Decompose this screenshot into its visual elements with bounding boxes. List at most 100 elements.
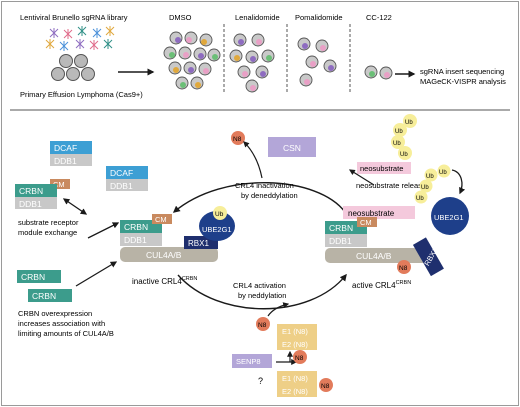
- module-exchange-group: DCAF DDB1 DCAF DDB1 CM CRBN DDB1 substra…: [15, 141, 148, 239]
- overexpression-line-3: limiting amounts of CUL4A/B: [18, 329, 114, 338]
- ub-label: Ub: [426, 174, 434, 180]
- rbx1-box: [412, 237, 444, 277]
- neosubstrate-label: neosubstrate: [348, 209, 395, 218]
- crbn-box: [15, 184, 57, 197]
- cul4-label: CUL4A/B: [356, 251, 392, 261]
- ub-label: Ub: [421, 185, 429, 191]
- cells-label: Primary Effusion Lymphoma (Cas9+): [20, 90, 143, 99]
- e2-box: [277, 384, 317, 397]
- e1-box: [277, 371, 317, 384]
- ddb1-box: [50, 154, 92, 166]
- module-to-complex-arrow: [87, 222, 120, 239]
- ube2g1-ellipse: [199, 211, 235, 241]
- crbn-label: CRBN: [329, 223, 353, 233]
- ubiquitination-arrow: [451, 169, 466, 195]
- overexpression-line-1: CRBN overexpression: [18, 309, 92, 318]
- ddb1-label: DDB1: [110, 181, 133, 191]
- csn-box: [268, 137, 316, 157]
- condition-dividers: [223, 24, 351, 94]
- dmso-cells-icon: [163, 31, 221, 90]
- cm-box: [357, 217, 377, 227]
- dcaf-box: [106, 166, 148, 179]
- ub-label: Ub: [405, 120, 413, 126]
- ddb1-box: [120, 233, 162, 246]
- ub-label: Ub: [416, 196, 424, 202]
- readout-line-2: MAGeCK-VISPR analysis: [420, 77, 506, 86]
- deneddylation-arrow: [172, 182, 346, 213]
- n8-label: N8: [258, 322, 267, 329]
- condition-label: Pomalidomide: [295, 13, 343, 22]
- e1-box: [277, 324, 317, 337]
- ub-label: Ub: [395, 129, 403, 135]
- crbn-box: [28, 289, 72, 302]
- overexpression-group: CRBN CRBN CRBN overexpression increases …: [17, 261, 118, 338]
- ube2g1-label: UBE2G1: [202, 225, 232, 234]
- n8-label: N8: [233, 136, 242, 143]
- n8-label: N8: [321, 383, 330, 390]
- condition-label: Lenalidomide: [235, 13, 280, 22]
- ub-icon: [213, 206, 227, 220]
- dcaf-label: DCAF: [54, 143, 77, 153]
- dcaf-box: [50, 141, 92, 154]
- active-complex-label: active CRL4CRBN: [352, 280, 411, 290]
- active-complex: neosubstrate Ub Ub Ub Ub CUL4A/B DDB1 CR…: [325, 164, 469, 290]
- n8-icon: [397, 260, 411, 274]
- n8-release-arrow: [243, 141, 263, 179]
- crbn-box: [120, 220, 162, 233]
- inactive-complex: CUL4A/B DDB1 CRBN CM RBX1 UBE2G1 Ub inac…: [120, 206, 235, 286]
- release-label: neosubstrate release: [356, 181, 426, 190]
- crbn-label: CRBN: [32, 291, 56, 301]
- e2-label: E2 (N8): [282, 340, 308, 349]
- crbn-label: CRBN: [19, 186, 43, 196]
- readout-line-1: sgRNA insert sequencing: [420, 67, 504, 76]
- ub-chain-icon: [414, 164, 451, 204]
- activation-line-1: CRL4 activation: [233, 281, 286, 290]
- ube2g1-ellipse: [431, 197, 469, 235]
- neosubstrate-box: [357, 162, 411, 174]
- crbn-label: CRBN: [21, 272, 45, 282]
- n8-icon: [256, 317, 270, 331]
- ddb1-label: DDB1: [329, 236, 352, 246]
- ub-label: Ub: [215, 211, 224, 218]
- unknown-mark: ?: [258, 376, 263, 386]
- ddb1-label: DDB1: [19, 199, 42, 209]
- ddb1-box: [325, 234, 367, 247]
- e1-label: E1 (N8): [282, 374, 308, 383]
- library-label: Lentiviral Brunello sgRNA library: [20, 13, 128, 22]
- ub-chain-icon: [391, 114, 417, 160]
- inactive-complex-label: inactive CRL4CRBN: [132, 276, 197, 286]
- n8-transfer-arrow: [267, 302, 290, 317]
- cm-label: CM: [360, 218, 372, 227]
- cm-label: CM: [155, 215, 167, 224]
- e2-box: [277, 337, 317, 350]
- cm-label: CM: [53, 180, 65, 189]
- activation-line-2: by neddylation: [238, 291, 286, 300]
- screen-panel: Lentiviral Brunello sgRNA library Primar…: [20, 13, 506, 99]
- neosubstrate-label: neosubstrate: [360, 164, 403, 173]
- senp8-label: SENP8: [236, 357, 261, 366]
- ddb1-label: DDB1: [54, 156, 77, 166]
- csn-label: CSN: [283, 143, 301, 153]
- ub-label: Ub: [393, 141, 401, 147]
- pomalidomide-cells-icon: [297, 37, 337, 87]
- crbn-box: [325, 221, 367, 234]
- e2-label: E2 (N8): [282, 387, 308, 396]
- lenalidomide-cells-icon: [229, 33, 275, 93]
- neddylation-group: CRL4 activation by neddylation N8 E1 (N8…: [177, 273, 347, 397]
- inactivation-line-1: CRL4 inactivation: [235, 181, 294, 190]
- ddb1-label: DDB1: [124, 235, 147, 245]
- senp8-box: [232, 354, 272, 368]
- n8-icon: [319, 378, 333, 392]
- ub-label: Ub: [400, 152, 408, 158]
- n8-label: N8: [295, 355, 304, 362]
- ddb1-box: [106, 179, 148, 191]
- rbx1-label: RBX1: [188, 239, 209, 248]
- ube2g1-label: UBE2G1: [434, 213, 464, 222]
- condition-label: DMSO: [169, 13, 192, 22]
- lymphoma-cells-icon: [51, 54, 95, 81]
- ddb1-box: [15, 197, 57, 209]
- cul4-box: [325, 248, 429, 263]
- exchange-label-line-2: module exchange: [18, 228, 77, 237]
- crbn-label: CRBN: [124, 222, 148, 232]
